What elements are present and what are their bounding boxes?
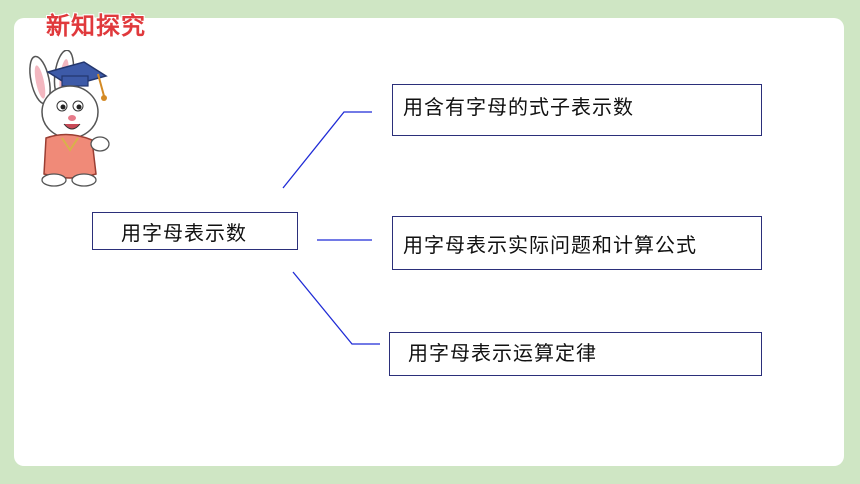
rabbit-graduate-icon — [29, 50, 110, 187]
branch-label-2: 用字母表示实际问题和计算公式 — [403, 232, 697, 257]
branch-box-3: 用字母表示运算定律 — [389, 332, 762, 376]
branch-box-1: 用含有字母的式子表示数 — [392, 84, 762, 136]
branch-label-1: 用含有字母的式子表示数 — [403, 95, 634, 119]
branch-box-2: 用字母表示实际问题和计算公式 — [392, 216, 762, 270]
section-title: 新知探究 — [46, 12, 146, 40]
center-concept-box: 用字母表示数 — [92, 212, 298, 250]
center-concept-label: 用字母表示数 — [121, 220, 247, 245]
branch-label-3: 用字母表示运算定律 — [408, 341, 597, 365]
